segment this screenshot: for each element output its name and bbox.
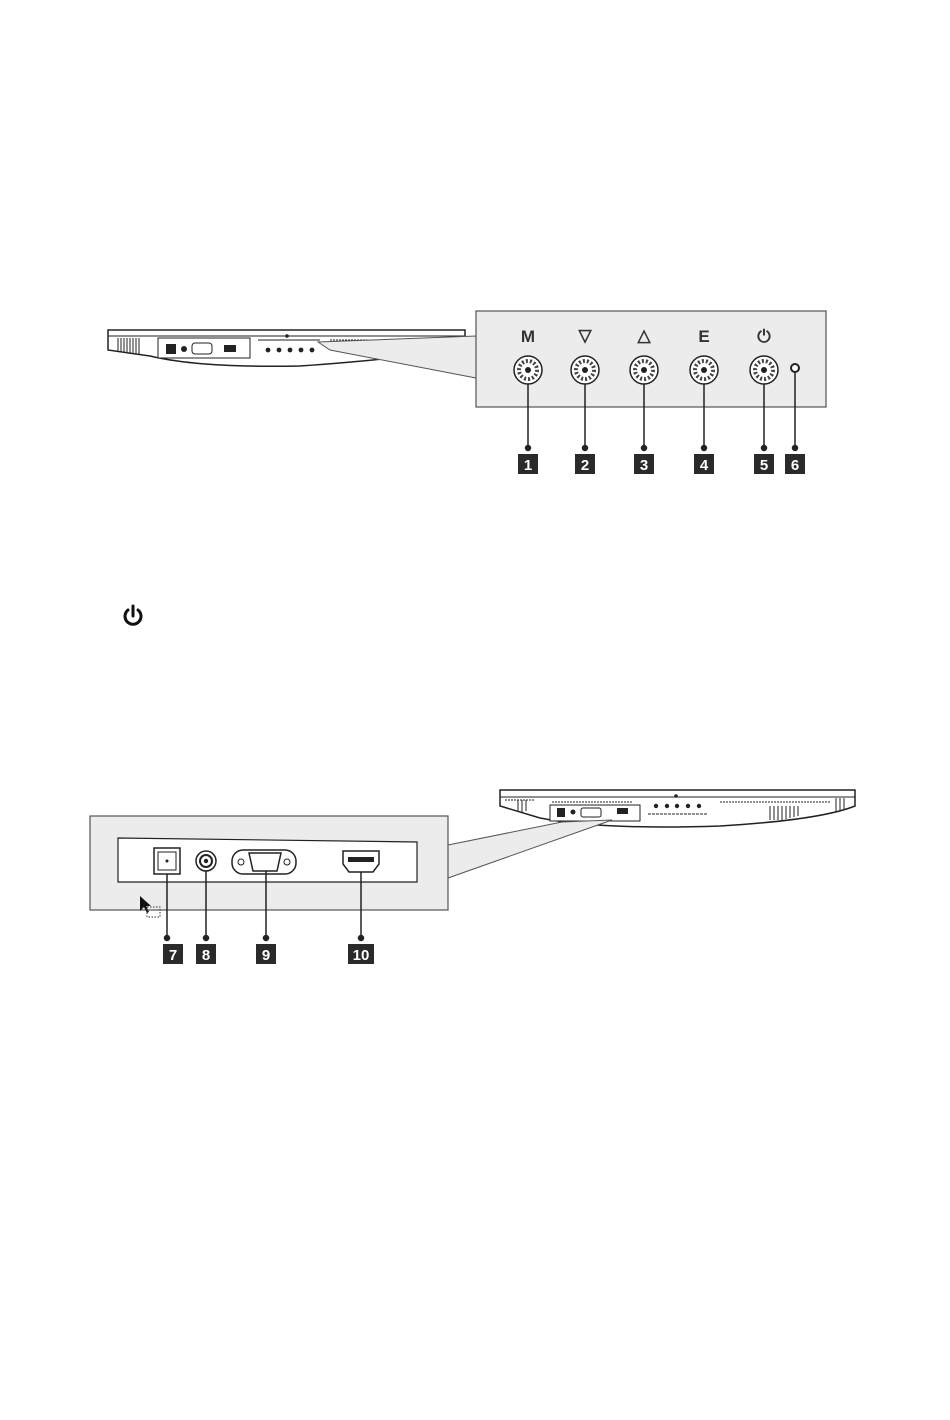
leader-lines-bottom: [165, 871, 364, 941]
menu-button: [514, 356, 542, 384]
power-icon: [120, 603, 146, 629]
callout-1: 1: [518, 454, 538, 474]
svg-text:8: 8: [202, 947, 210, 964]
down-button-label: ▽: [577, 326, 592, 345]
exit-button: [690, 356, 718, 384]
control-buttons-diagram: M ▽ △ E ⏻ 1: [0, 0, 950, 500]
zoom-connector-bottom: [448, 820, 612, 878]
callout-4: 4: [694, 454, 714, 474]
exit-button-label: E: [698, 327, 709, 346]
power-button-label: ⏻: [757, 327, 771, 346]
up-button: [630, 356, 658, 384]
up-button-label: △: [636, 326, 651, 345]
dc-power-jack: [154, 848, 180, 874]
svg-text:2: 2: [581, 457, 589, 474]
svg-text:3: 3: [640, 457, 648, 474]
svg-text:10: 10: [353, 947, 370, 964]
audio-jack: [196, 851, 216, 871]
down-button: [571, 356, 599, 384]
callout-7: 7: [163, 944, 183, 964]
monitor-bottom-edge-bottom: [500, 790, 855, 827]
cursor-icon: [140, 896, 160, 917]
svg-text:7: 7: [169, 947, 177, 964]
port-bay: [118, 838, 417, 882]
callout-8: 8: [196, 944, 216, 964]
svg-text:4: 4: [700, 457, 709, 474]
vga-port: [232, 850, 296, 874]
callout-5: 5: [754, 454, 774, 474]
callout-10: 10: [348, 944, 374, 964]
hdmi-port: [343, 851, 379, 872]
power-button: [750, 356, 778, 384]
menu-button-label: M: [521, 327, 535, 346]
svg-text:9: 9: [262, 947, 270, 964]
callout-2: 2: [575, 454, 595, 474]
callout-3: 3: [634, 454, 654, 474]
svg-text:1: 1: [524, 457, 532, 474]
svg-text:5: 5: [760, 457, 768, 474]
port-panel-zoom: [90, 816, 448, 910]
callout-6: 6: [785, 454, 805, 474]
power-led-indicator: [791, 364, 799, 372]
svg-text:6: 6: [791, 457, 799, 474]
callout-9: 9: [256, 944, 276, 964]
